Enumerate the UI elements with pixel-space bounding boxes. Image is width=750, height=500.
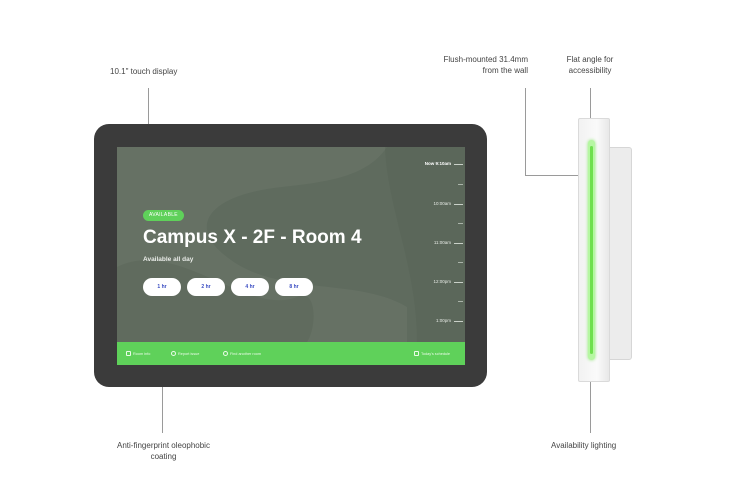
callout-touch-display: 10.1" touch display — [110, 67, 178, 76]
schedule-time: 10:00am — [433, 201, 451, 206]
callout-coating: Anti-fingerprint oleophobic coating — [106, 440, 221, 462]
leader-line-coating — [162, 356, 163, 433]
room-info-label: Room info — [133, 351, 151, 356]
schedule-time: 12:00pm — [433, 279, 451, 284]
report-issue-label: Report issue — [178, 351, 200, 356]
callout-coating-line2: coating — [150, 452, 177, 461]
timeline-minor-tick — [458, 301, 463, 302]
timeline-tick — [454, 282, 463, 283]
timeline-tick — [454, 243, 463, 244]
availability-light-core — [590, 146, 593, 354]
callout-angle-line2: accessibility — [568, 66, 612, 75]
book-8hr-button[interactable]: 8 hr — [275, 278, 313, 296]
search-icon — [223, 351, 228, 356]
status-badge: AVAILABLE — [143, 210, 184, 221]
timeline-minor-tick — [458, 262, 463, 263]
find-room-label: Find another room — [230, 351, 262, 356]
leader-line-lighting — [590, 360, 591, 433]
warning-icon — [171, 351, 176, 356]
callout-coating-line1: Anti-fingerprint oleophobic — [117, 441, 210, 450]
callout-angle-line1: Flat angle for — [566, 55, 614, 64]
timeline-minor-tick — [458, 184, 463, 185]
report-issue-button[interactable]: Report issue — [171, 342, 199, 365]
callout-flat-angle: Flat angle for accessibility — [552, 54, 628, 76]
book-4hr-button[interactable]: 4 hr — [231, 278, 269, 296]
timeline-tick — [454, 164, 463, 165]
find-room-button[interactable]: Find another room — [223, 342, 261, 365]
schedule-timeline[interactable]: Now 9:10am 10:00am 11:00am 12:00pm 1:00p… — [385, 147, 465, 337]
book-2hr-button[interactable]: 2 hr — [187, 278, 225, 296]
touch-screen[interactable]: AVAILABLE Campus X - 2F - Room 4 Availab… — [117, 147, 465, 365]
book-1hr-button[interactable]: 1 hr — [143, 278, 181, 296]
leader-line-flush-vertical — [525, 88, 526, 175]
availability-text: Available all day — [143, 256, 194, 263]
schedule-time: 11:00am — [433, 240, 451, 245]
calendar-icon — [414, 351, 419, 356]
callout-flush-mount: Flush-mounted 31.4mm from the wall — [418, 54, 528, 76]
callout-flush-line2: from the wall — [482, 66, 528, 75]
callout-flush-line1: Flush-mounted 31.4mm — [443, 55, 528, 64]
info-icon — [126, 351, 131, 356]
room-info-button[interactable]: Room info — [126, 342, 150, 365]
timeline-minor-tick — [458, 223, 463, 224]
leader-line-flush-horizontal — [525, 175, 582, 176]
leader-line-touch-display — [148, 88, 149, 157]
schedule-time-now: Now 9:10am — [424, 161, 451, 166]
todays-schedule-button[interactable]: Today's schedule — [414, 342, 450, 365]
todays-schedule-label: Today's schedule — [421, 351, 451, 356]
room-title: Campus X - 2F - Room 4 — [143, 227, 362, 248]
schedule-time: 1:00pm — [435, 318, 451, 323]
leader-line-flat-angle — [590, 88, 591, 131]
callout-availability-lighting: Availability lighting — [551, 441, 617, 450]
action-bar: Room info Report issue Find another room… — [117, 342, 465, 365]
timeline-tick — [454, 321, 463, 322]
timeline-tick — [454, 204, 463, 205]
